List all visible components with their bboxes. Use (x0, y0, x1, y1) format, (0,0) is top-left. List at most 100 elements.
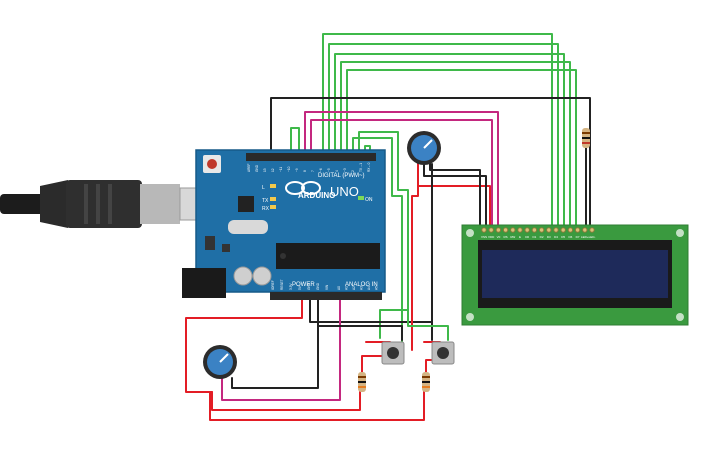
digital-pin-label: ~10 (287, 166, 291, 172)
lcd-pin (538, 227, 545, 233)
push-button-2[interactable] (431, 341, 455, 365)
analog-pin-label: A5 (375, 286, 379, 290)
wire-res1-top (361, 355, 389, 373)
usb-cable (0, 180, 215, 228)
digital-pin-label: ~6 (319, 168, 323, 172)
lcd-pin-label: VSS (481, 235, 487, 239)
wire-magenta-2 (310, 119, 493, 233)
wire-red-pot-top (417, 161, 491, 233)
crystal (228, 220, 268, 234)
lcd-pin (510, 227, 516, 233)
wire-black-pot-top (429, 161, 481, 233)
on-label: ON (365, 197, 373, 203)
lcd-pin-label: D0 (525, 235, 529, 239)
digital-pin-label: ~11 (279, 167, 283, 172)
lcd-pin-label: RS (504, 235, 508, 239)
lcd-pin (481, 227, 487, 233)
lcd-pin-label: D7 (576, 235, 580, 239)
digital-pin-label: ~9 (295, 168, 299, 172)
power-pin-label: 5V (298, 285, 302, 290)
power-pin-label: 3.3V (289, 283, 293, 290)
digital-header-label: DIGITAL (PWM~) (318, 173, 365, 179)
power-header-label: POWER (292, 282, 315, 288)
digital-pin-label: 8 (303, 170, 307, 172)
lcd-pin-label: D1 (532, 235, 536, 239)
lcd-pin (574, 227, 581, 233)
lcd-screen (482, 250, 668, 298)
wire-green-5 (346, 69, 577, 233)
arduino-model: UNO (330, 184, 359, 199)
potentiometer-top[interactable] (407, 131, 441, 165)
rx-label: RX (262, 206, 270, 212)
lcd-pin (546, 227, 552, 233)
lcd-pin-label: D4 (554, 235, 558, 239)
power-pin-label: VIN (325, 284, 329, 290)
wire-green-btn2 (407, 309, 449, 341)
power-header (270, 292, 338, 300)
lcd-pin (589, 227, 595, 233)
arduino-brand: ARDUINO (298, 191, 335, 200)
lcd-pin (560, 227, 566, 233)
wires (185, 33, 591, 421)
push-button-1[interactable] (381, 341, 405, 365)
lcd-pin (567, 227, 574, 233)
lcd-pin (502, 227, 509, 233)
wire-red-bottom (209, 389, 425, 421)
wire-green-button-2 (358, 131, 409, 339)
digital-pin-label: 4 (335, 170, 339, 172)
digital-header (246, 153, 376, 161)
lcd-pin-label: LED+ (581, 235, 589, 239)
arduino-logo-icon (285, 181, 321, 195)
digital-pin-label: 13 (263, 168, 267, 172)
lcd-pin (531, 227, 538, 233)
microcontroller-chip (276, 243, 380, 269)
wire-magenta-analog (221, 293, 341, 401)
analog-pin-label: A4 (367, 286, 371, 290)
wire-red-rail (411, 185, 419, 351)
analog-pin-label: A0 (337, 286, 341, 290)
wire-black-btn-row (317, 325, 403, 341)
lcd-pin-label: LED- (589, 235, 596, 239)
wire-red-5v (185, 293, 303, 393)
digital-pin-label: GND (255, 164, 259, 172)
wire-green-2 (328, 43, 559, 233)
lcd-pin-label: D2 (540, 235, 544, 239)
arduino-board: ARDUINO UNO DIGITAL (PWM~) POWER ANALOG … (182, 149, 386, 300)
wire-black-down (309, 163, 433, 323)
lcd-pin (517, 227, 523, 233)
lcd-pin (524, 227, 530, 233)
lcd-pin (553, 227, 559, 233)
power-pin-label: RESET (280, 279, 284, 290)
digital-pin-label: RX←0 (367, 162, 371, 172)
lcd-pin-label: E (519, 235, 521, 239)
resistor-lcd (582, 128, 590, 148)
analog-pin-label: A3 (360, 286, 364, 290)
wire-black-pot-mid (423, 161, 487, 233)
digital-pin-label: 7 (311, 170, 315, 172)
wire-green-3 (334, 53, 565, 233)
wire-black-top (270, 97, 591, 233)
lcd-pin-label: V0 (497, 235, 501, 239)
potentiometer-bottom[interactable] (203, 345, 237, 379)
power-pin-label: IOREF (271, 280, 275, 290)
analog-pin-label: A2 (352, 286, 356, 290)
power-jack (182, 268, 226, 298)
lcd-pin (582, 227, 588, 233)
power-pin-label: GND (316, 282, 320, 290)
lcd-pin-label: RW (510, 235, 515, 239)
analog-header (336, 292, 382, 300)
wire-black-pot-left (231, 293, 319, 389)
tx-label: TX (262, 198, 269, 204)
digital-pin-label: ~5 (327, 168, 331, 172)
power-pin-label: GND (307, 282, 311, 290)
usb-chip (238, 196, 254, 212)
digital-pin-label: 2 (351, 170, 355, 172)
lcd-pin (495, 227, 502, 233)
digital-pin-label: TX→1 (359, 163, 363, 172)
wire-magenta-1 (304, 111, 499, 233)
lcd-pin-label: D6 (568, 235, 572, 239)
